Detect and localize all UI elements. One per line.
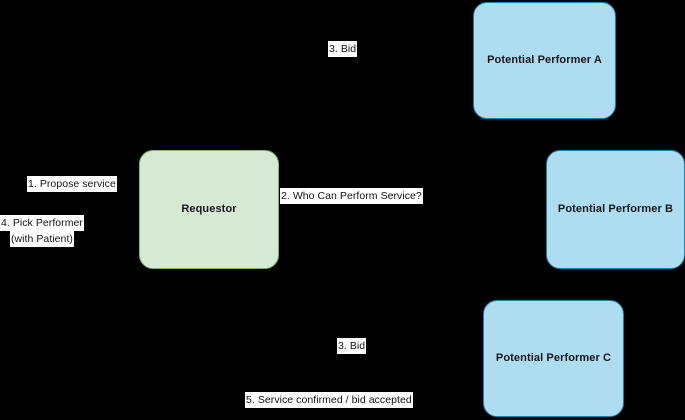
edge-label-bid-bottom: 3. Bid bbox=[337, 338, 367, 354]
node-potential-performer-b[interactable]: Potential Performer B bbox=[546, 150, 685, 269]
edge-label-bid-top: 3. Bid bbox=[328, 41, 358, 57]
node-potential-performer-c[interactable]: Potential Performer C bbox=[483, 300, 624, 417]
node-requestor-label: Requestor bbox=[181, 203, 237, 216]
node-potential-performer-a[interactable]: Potential Performer A bbox=[473, 2, 616, 119]
edge-label-pick-performer-line2: (with Patient) bbox=[9, 231, 74, 247]
edge-label-pick-performer-line1: 4. Pick Performer bbox=[0, 215, 84, 231]
edge-label-propose-service-text: 1. Propose service bbox=[27, 176, 117, 192]
edge-label-pick-performer: 4. Pick Performer (with Patient) bbox=[0, 215, 84, 247]
node-potential-performer-c-label: Potential Performer C bbox=[495, 352, 612, 365]
edge-label-service-confirmed: 5. Service confirmed / bid accepted bbox=[245, 392, 413, 408]
edge-label-service-confirmed-text: 5. Service confirmed / bid accepted bbox=[245, 392, 413, 408]
node-potential-performer-a-label: Potential Performer A bbox=[487, 54, 602, 67]
edge-label-who-can-perform-service: 2. Who Can Perform Service? bbox=[280, 188, 423, 204]
node-requestor[interactable]: Requestor bbox=[139, 150, 279, 269]
edge-label-who-can-perform-service-text: 2. Who Can Perform Service? bbox=[280, 188, 423, 204]
edge-label-propose-service: 1. Propose service bbox=[27, 176, 117, 192]
edge-label-bid-bottom-text: 3. Bid bbox=[337, 338, 367, 354]
edge-label-bid-top-text: 3. Bid bbox=[328, 41, 358, 57]
node-potential-performer-b-label: Potential Performer B bbox=[557, 203, 674, 216]
